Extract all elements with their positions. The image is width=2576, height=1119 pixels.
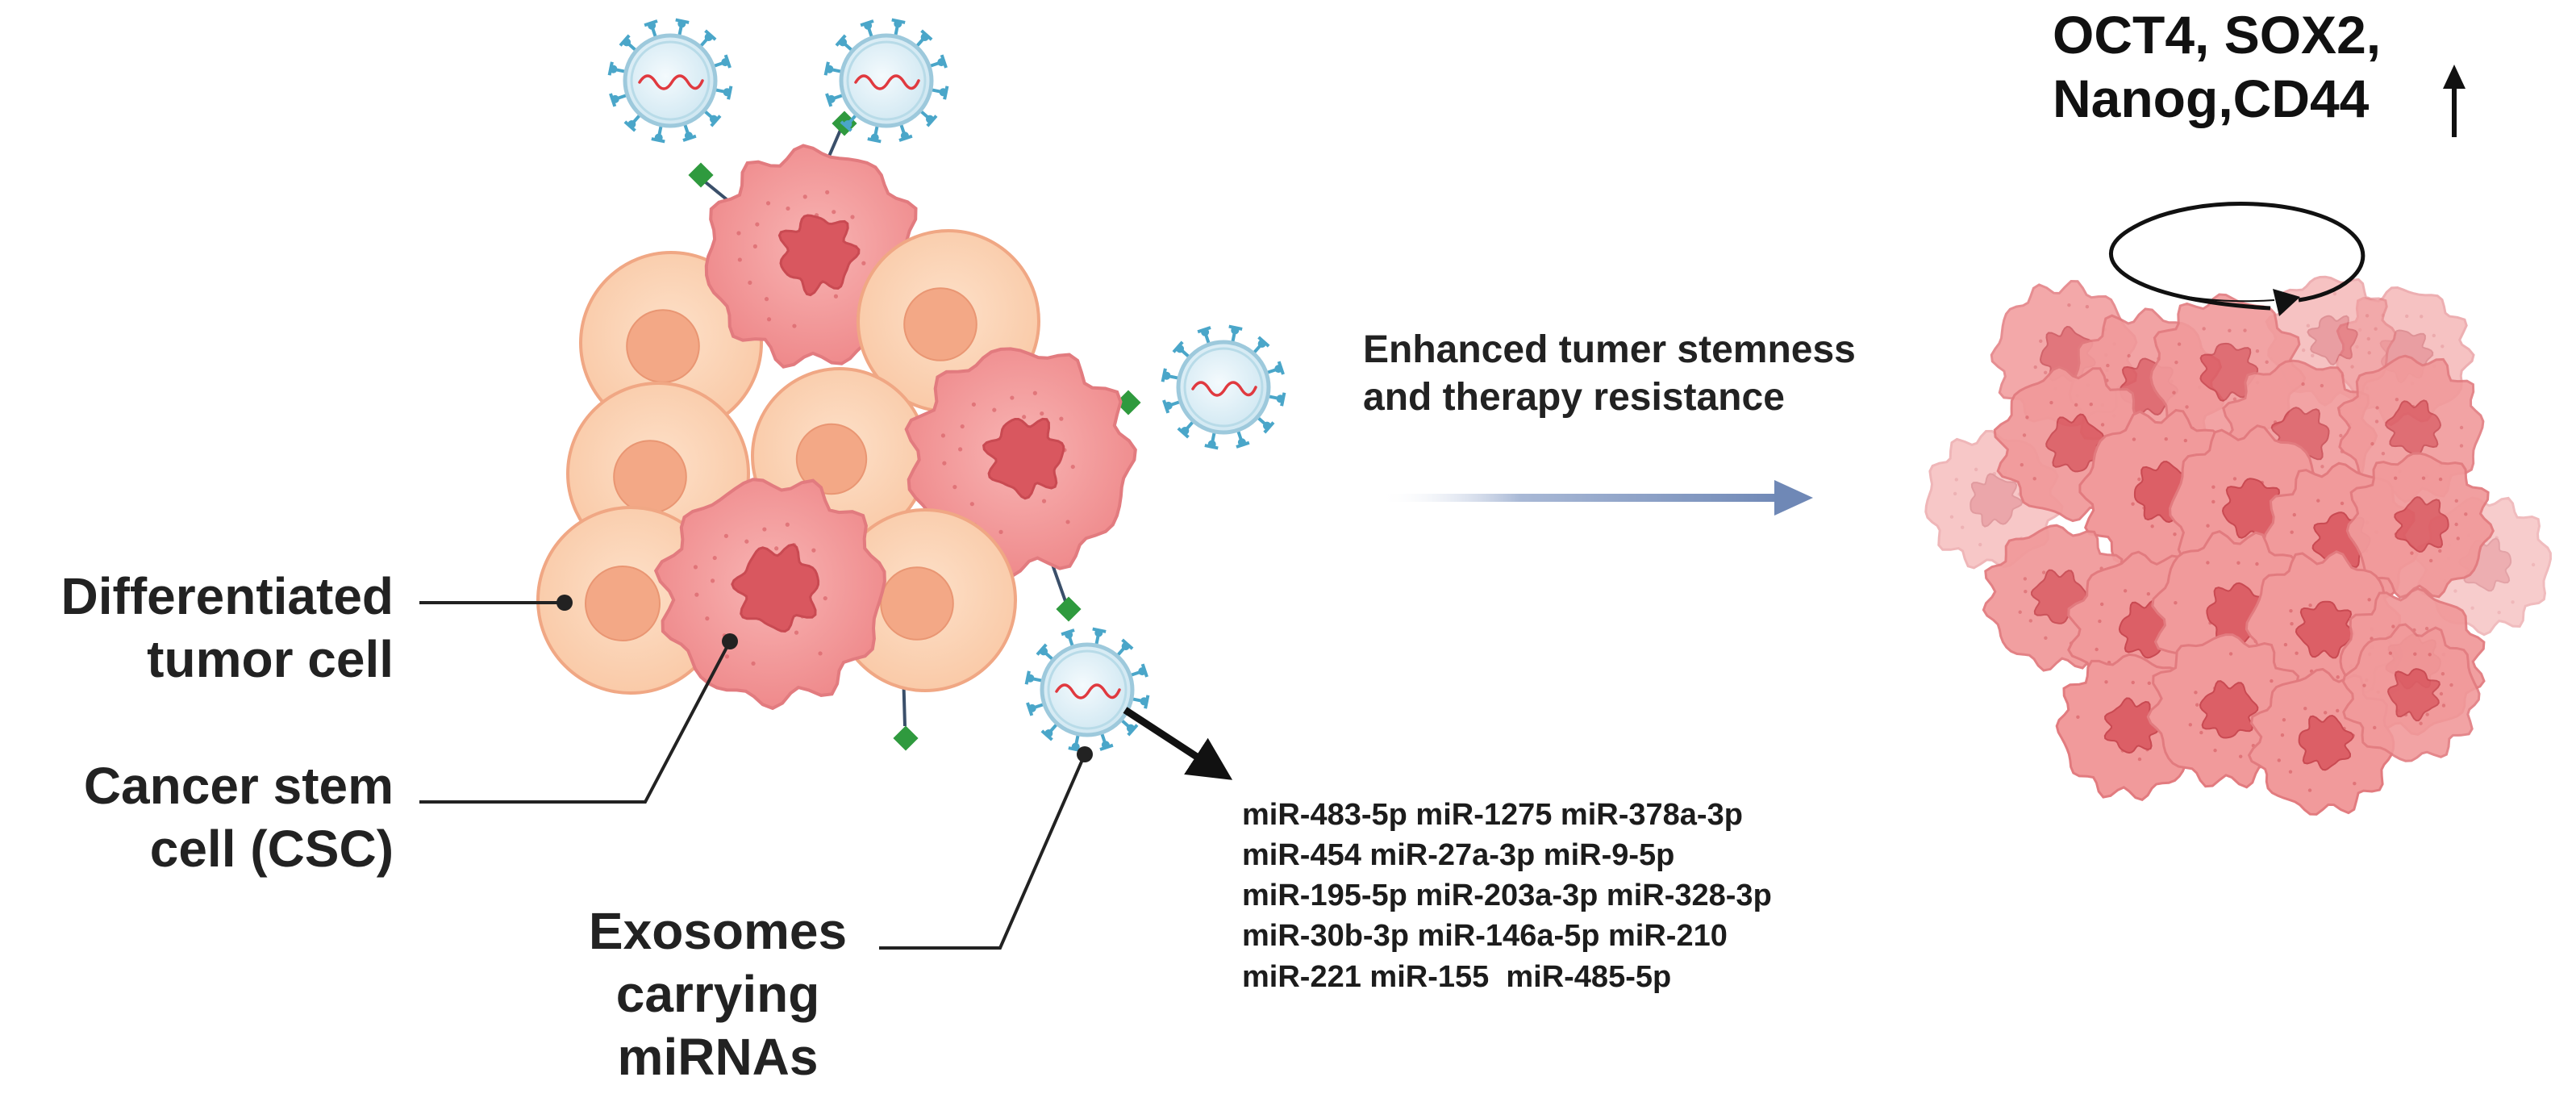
mirna-list-line: miR-195-5p miR-203a-3p miR-328-3p <box>1242 879 1772 913</box>
upregulation-arrow-icon <box>2443 65 2466 137</box>
exosome-icon <box>1161 324 1286 450</box>
leader-line-csc <box>419 641 732 804</box>
label-line: miRNAs <box>617 1028 819 1087</box>
label-line: tumor cell <box>147 630 394 689</box>
label-line: cell (CSC) <box>149 820 394 879</box>
mirna-list-line: miR-483-5p miR-1275 miR-378a-3p <box>1242 798 1743 832</box>
stemness-markers: OCT4, SOX2, Nanog,CD44 <box>2053 3 2381 131</box>
leader-line-exosomes <box>879 754 1086 950</box>
exosome-icon <box>607 18 733 144</box>
cancer-stem-cell <box>653 478 886 711</box>
mirna-pointer-arrow <box>1123 707 1233 780</box>
label-line: Differentiated <box>60 567 394 625</box>
label-cancer-stem-cell: Cancer stem cell (CSC) <box>84 754 394 880</box>
label-line: Cancer stem <box>83 757 394 815</box>
label-exosomes-carrying-mirnas: Exosomes carrying miRNAs <box>556 900 879 1088</box>
label-line: Enhanced tumer stemness <box>1363 328 1856 371</box>
tumor-cell-cluster <box>536 144 1137 711</box>
marker-line: Nanog,CD44 <box>2053 69 2370 129</box>
exosome-group <box>607 18 1286 753</box>
marker-line: OCT4, SOX2, <box>2053 5 2382 65</box>
leader-dot <box>1077 746 1093 762</box>
leader-dot <box>556 595 573 611</box>
process-arrow <box>1379 480 1813 516</box>
label-differentiated-tumor-cell: Differentiated tumor cell <box>61 565 394 691</box>
mirna-list-line: miR-30b-3p miR-146a-5p miR-210 <box>1242 919 1728 954</box>
receptor-icon <box>1056 596 1082 622</box>
receptor-icon <box>893 725 919 751</box>
mirna-list-line: miR-221 miR-155 miR-485-5p <box>1242 959 1672 994</box>
receptor-icon <box>1115 390 1141 415</box>
leader-dot <box>722 633 738 649</box>
label-line: Exosomes <box>588 902 848 960</box>
label-enhanced-stemness: Enhanced tumer stemness and therapy resi… <box>1363 327 1856 421</box>
mirna-list: miR-483-5p miR-1275 miR-378a-3p miR-454 m… <box>1242 795 1772 997</box>
label-line: carrying <box>615 965 820 1024</box>
leader-dots <box>556 595 1093 762</box>
self-renewal-loop-arrow <box>2109 202 2366 316</box>
leader-lines <box>419 601 1086 950</box>
tumor-mass-csc-cluster <box>1924 275 2553 816</box>
exosome-icon <box>1024 627 1150 753</box>
tumor-mass-cell <box>2341 623 2481 762</box>
mirna-list-line: miR-454 miR-27a-3p miR-9-5p <box>1242 838 1675 873</box>
label-line: and therapy resistance <box>1363 375 1785 419</box>
exosome-icon <box>823 18 949 144</box>
tumor-mass-cell <box>2345 452 2495 599</box>
